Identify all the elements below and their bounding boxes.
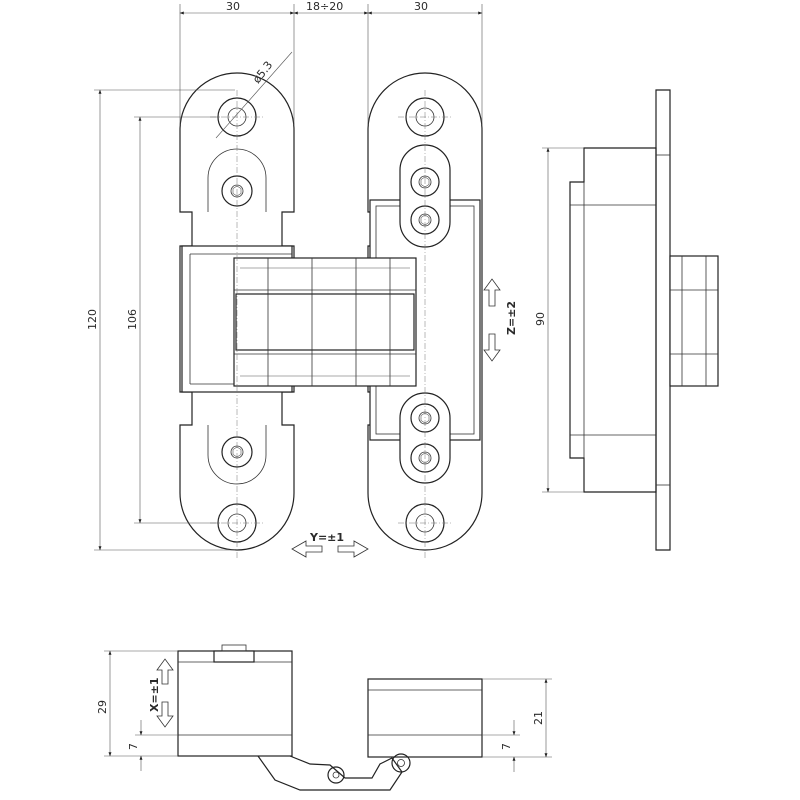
side-knuckle [669, 255, 719, 387]
dim-hole-spacing: 106 [126, 309, 139, 330]
dim-bottom-left-offset: 7 [127, 743, 140, 750]
dim-bottom-right-height: 21 [532, 711, 545, 725]
bottom-pivot-2 [391, 753, 411, 773]
front-dimensions: 30 18÷20 30 ø5.3 120 106 Z=±2 Y=±1 [86, 0, 518, 558]
left-plate-outline [179, 72, 295, 551]
dim-total-height: 120 [86, 309, 99, 330]
right-lower-cam [399, 392, 451, 484]
z-adjust-down-arrow [483, 333, 501, 362]
dim-top-left-width: 30 [226, 0, 240, 13]
side-body [569, 147, 657, 493]
dim-bottom-right-offset: 7 [500, 743, 513, 750]
front-view [179, 72, 483, 560]
bottom-linkage-arm [257, 755, 403, 791]
bottom-view: 29 7 X=±1 21 7 [96, 644, 552, 791]
x-adjust-label: X=±1 [148, 677, 161, 712]
x-adjust-down-arrow [156, 701, 174, 728]
y-adjust-right-arrow [337, 540, 369, 558]
dim-top-right-width: 30 [414, 0, 428, 13]
bottom-right-block [367, 678, 483, 758]
bottom-pivot-1 [327, 766, 345, 784]
dim-hole-diameter: ø5.3 [250, 59, 275, 86]
z-adjust-up-arrow [483, 278, 501, 307]
y-adjust-label: Y=±1 [309, 531, 344, 544]
left-lower-screw [221, 436, 253, 468]
dim-top-gap: 18÷20 [306, 0, 343, 13]
x-adjust-up-arrow [156, 658, 174, 685]
y-adjust-left-arrow [291, 540, 323, 558]
dim-bottom-left-height: 29 [96, 700, 109, 714]
side-flange [655, 89, 671, 551]
z-adjust-label: Z=±2 [505, 301, 518, 335]
right-plate-outline [367, 72, 483, 551]
central-knuckle [233, 257, 417, 387]
side-view: 90 [534, 89, 719, 551]
dim-side-height: 90 [534, 312, 547, 326]
bottom-left-block [177, 650, 293, 757]
